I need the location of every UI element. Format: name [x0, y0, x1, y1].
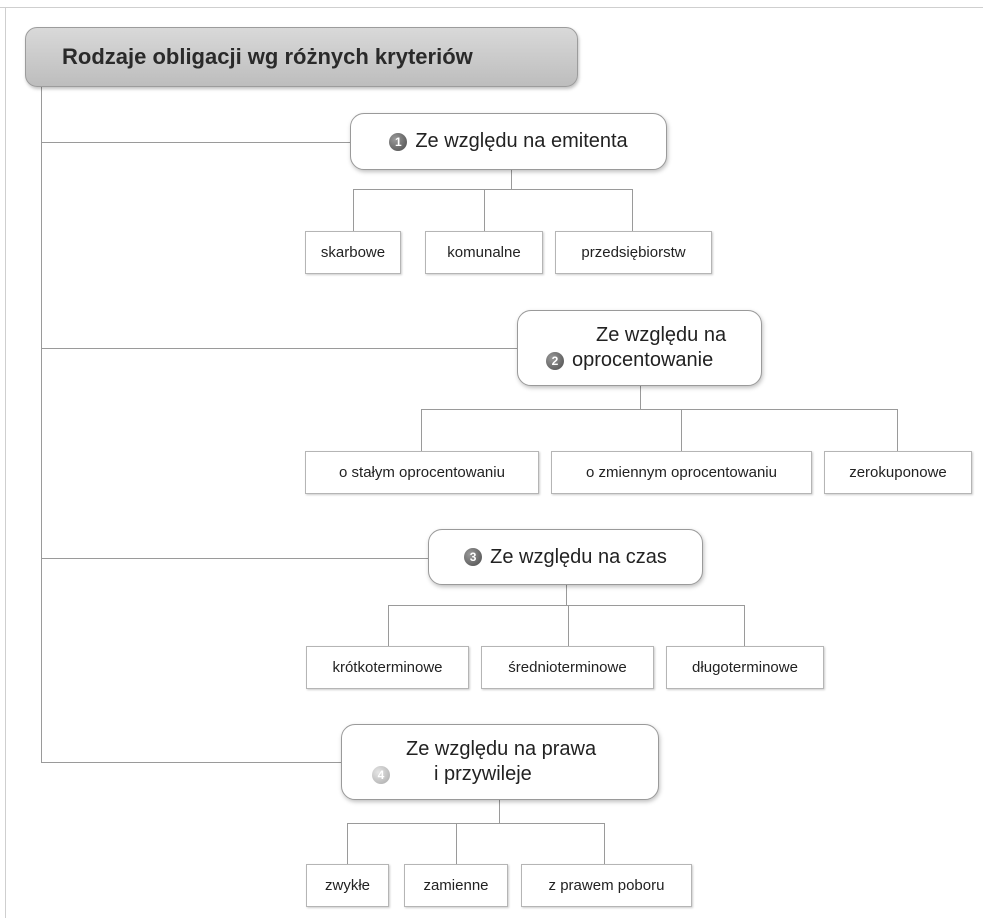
leaf-o-stalym-oprocentowaniu: o stałym oprocentowaniu — [305, 451, 539, 494]
cat1-bar — [353, 189, 633, 190]
category-label-line1: Ze względu na — [596, 324, 727, 346]
cat1-drop-1 — [353, 189, 354, 231]
leaf-label: zwykłe — [324, 877, 370, 894]
category-node-3: 3 Ze względu na czas — [428, 529, 703, 585]
cat3-drop-1 — [388, 605, 389, 646]
category-node-2: Ze względu na 2 oprocentowanie — [517, 310, 762, 386]
leaf-label: skarbowe — [320, 244, 386, 261]
leaf-label: zamienne — [423, 877, 489, 894]
cat2-drop-1 — [421, 409, 422, 451]
cat2-drop-3 — [897, 409, 898, 451]
leaf-z-prawem-poboru: z prawem poboru — [521, 864, 692, 907]
branch-line-3 — [41, 558, 429, 559]
leaf-label: o stałym oprocentowaniu — [339, 464, 505, 481]
frame-border-top — [0, 7, 983, 8]
leaf-label: przedsiębiorstw — [581, 244, 686, 261]
leaf-label: o zmiennym oprocentowaniu — [586, 464, 777, 481]
cat3-stem — [566, 584, 567, 605]
leaf-label: zerokuponowe — [849, 464, 947, 481]
branch-line-4 — [41, 762, 342, 763]
root-node: Rodzaje obligacji wg różnych kryteriów — [25, 27, 578, 87]
branch-line-1 — [41, 142, 351, 143]
leaf-label: z prawem poboru — [548, 877, 665, 894]
cat1-drop-3 — [632, 189, 633, 231]
cat4-drop-3 — [604, 823, 605, 864]
category-label: Ze względu na emitenta — [415, 130, 628, 152]
number-2-icon: 2 — [546, 351, 564, 370]
category-node-4: Ze względu na prawa 4 i przywileje — [341, 724, 659, 800]
cat1-stem — [511, 169, 512, 189]
number-4-icon: 4 — [372, 765, 390, 784]
cat2-drop-2 — [681, 409, 682, 451]
leaf-zwykle: zwykłe — [306, 864, 389, 907]
category-label: Ze względu na czas — [490, 545, 667, 568]
leaf-label: długoterminowe — [692, 659, 798, 676]
root-title: Rodzaje obligacji wg różnych kryteriów — [62, 44, 473, 69]
leaf-przedsiebiorstw: przedsiębiorstw — [555, 231, 712, 274]
cat3-drop-2 — [568, 605, 569, 646]
leaf-zamienne: zamienne — [404, 864, 508, 907]
trunk-line — [41, 87, 42, 763]
leaf-dlugoterminowe: długoterminowe — [666, 646, 824, 689]
category-node-1: 1 Ze względu na emitenta — [350, 113, 667, 170]
cat2-stem — [640, 385, 641, 409]
leaf-label: średnioterminowe — [508, 659, 627, 676]
cat3-bar — [388, 605, 745, 606]
leaf-zerokuponowe: zerokuponowe — [824, 451, 972, 494]
cat4-drop-1 — [347, 823, 348, 864]
cat4-stem — [499, 799, 500, 823]
leaf-krotkoterminowe: krótkoterminowe — [306, 646, 469, 689]
cat3-drop-3 — [744, 605, 745, 646]
cat1-drop-2 — [484, 189, 485, 231]
category-label-line1: Ze względu na prawa — [406, 738, 597, 760]
frame-border-left — [5, 7, 6, 918]
branch-line-2 — [41, 348, 518, 349]
number-1-icon: 1 — [389, 132, 408, 151]
leaf-label: krótkoterminowe — [332, 659, 443, 676]
number-3-icon: 3 — [464, 548, 483, 566]
category-label-line2: i przywileje — [434, 763, 532, 785]
leaf-label: komunalne — [447, 244, 521, 261]
cat2-bar — [421, 409, 898, 410]
cat4-bar — [347, 823, 605, 824]
leaf-komunalne: komunalne — [425, 231, 543, 274]
cat4-drop-2 — [456, 823, 457, 864]
category-label-line2: oprocentowanie — [572, 349, 714, 371]
leaf-o-zmiennym-oprocentowaniu: o zmiennym oprocentowaniu — [551, 451, 812, 494]
leaf-skarbowe: skarbowe — [305, 231, 401, 274]
leaf-srednioterminowe: średnioterminowe — [481, 646, 654, 689]
